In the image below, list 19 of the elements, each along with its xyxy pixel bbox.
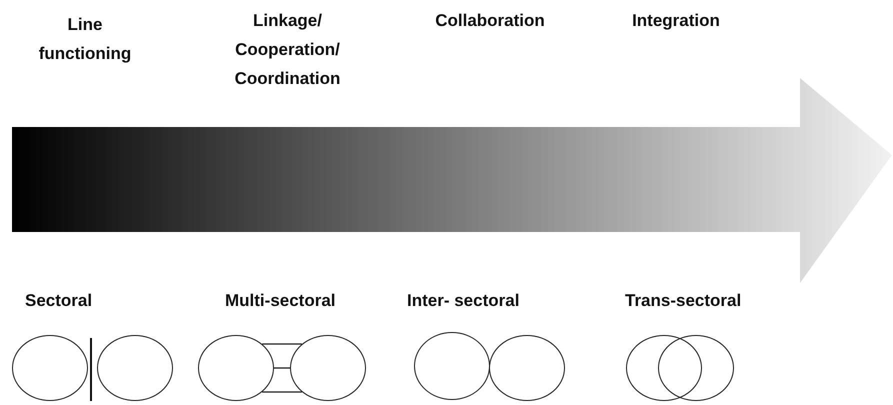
circle-shape xyxy=(658,335,734,401)
stage-label: Linkage/ Cooperation/ Coordination xyxy=(234,10,342,90)
circle-shape xyxy=(97,335,173,401)
connector-line xyxy=(274,367,290,369)
circle-shape xyxy=(626,335,702,401)
circle-shape xyxy=(414,332,490,400)
connector-line xyxy=(262,391,302,393)
circle-shape xyxy=(12,335,88,401)
stage-label: Sectoral xyxy=(25,290,94,312)
circle-shape xyxy=(489,335,565,401)
circle-shape xyxy=(290,335,366,401)
stage-label: Collaboration xyxy=(434,10,546,32)
stage-label: Line functioning xyxy=(38,14,132,65)
stage-label: Integration xyxy=(631,10,721,32)
connector-line xyxy=(262,343,302,345)
stage-label: Trans-sectoral xyxy=(625,290,742,312)
stage-label: Multi-sectoral xyxy=(225,290,337,312)
stage-label: Inter- sectoral xyxy=(407,290,520,312)
circle-shape xyxy=(198,335,274,401)
